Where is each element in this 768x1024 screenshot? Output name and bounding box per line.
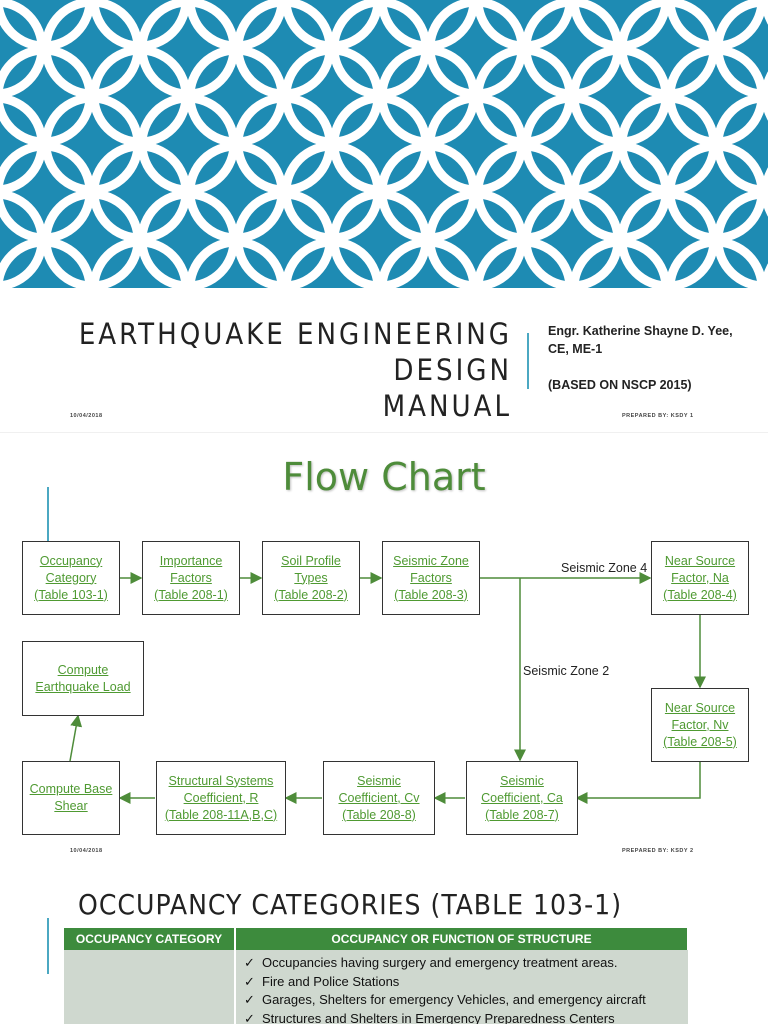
link-na-2[interactable]: Factor, Na <box>671 570 729 585</box>
box-compute-earthquake-load: Compute Earthquake Load <box>22 641 144 716</box>
box-soil-profile-types: Soil Profile Types (Table 208-2) <box>262 541 360 615</box>
box-near-source-nv: Near Source Factor, Nv (Table 208-5) <box>651 688 749 762</box>
link-soil-2[interactable]: Types <box>294 570 328 585</box>
link-cv-2[interactable]: Coefficient, Cv <box>338 790 420 805</box>
link-ca-2[interactable]: Coefficient, Ca <box>481 790 563 805</box>
link-importance-1[interactable]: Importance <box>159 553 223 568</box>
link-nv-2[interactable]: Factor, Nv <box>671 717 729 732</box>
occupancy-slide: OCCUPANCY CATEGORIES (TABLE 103-1) OCCUP… <box>0 864 768 1024</box>
link-occupancy-2[interactable]: Category <box>45 570 97 585</box>
check-icon: ✓ <box>244 955 255 970</box>
link-zone-3[interactable]: (Table 208-3) <box>394 587 468 602</box>
link-load-1[interactable]: Compute <box>57 662 109 677</box>
link-nv-1[interactable]: Near Source <box>664 700 736 715</box>
arrow-shear-load <box>69 714 83 762</box>
link-cv-3[interactable]: (Table 208-8) <box>342 807 416 822</box>
box-structural-systems-r: Structural Systems Coefficient, R (Table… <box>156 761 286 835</box>
link-r-3[interactable]: (Table 208-11A,B,C) <box>164 807 278 822</box>
check-icon: ✓ <box>244 1010 255 1024</box>
arrow-nv-ca <box>575 761 701 804</box>
link-zone-2[interactable]: Factors <box>410 570 452 585</box>
box-seismic-coefficient-cv: Seismic Coefficient, Cv (Table 208-8) <box>323 761 435 835</box>
header-occupancy-function: OCCUPANCY OR FUNCTION OF STRUCTURE <box>235 928 689 950</box>
label-seismic-zone-2: Seismic Zone 2 <box>523 664 610 678</box>
box-seismic-coefficient-ca: Seismic Coefficient, Ca (Table 208-7) <box>466 761 578 835</box>
list-item: ✓Garages, Shelters for emergency Vehicle… <box>244 991 688 1010</box>
title-line-2: MANUAL <box>382 389 512 423</box>
box-seismic-zone-factors: Seismic Zone Factors (Table 208-3) <box>382 541 480 615</box>
footer-prepared-by: PREPARED BY: KSDY <box>622 848 689 854</box>
link-occupancy-1[interactable]: Occupancy <box>39 553 103 568</box>
box-occupancy-category: Occupancy Category (Table 103-1) <box>22 541 120 615</box>
header-occupancy-category: OCCUPANCY CATEGORY <box>64 928 236 950</box>
link-occupancy-3[interactable]: (Table 103-1) <box>34 587 108 602</box>
table-row: ✓Occupancies having surgery and emergenc… <box>64 950 688 1024</box>
category-cell <box>64 950 236 1024</box>
check-icon: ✓ <box>244 973 255 989</box>
footer-prepared-by: PREPARED BY: KSDY <box>622 413 689 419</box>
list-item: ✓Fire and Police Stations <box>244 973 688 992</box>
flow-arrows <box>69 572 706 804</box>
function-cell: ✓Occupancies having surgery and emergenc… <box>235 950 688 1024</box>
footer-date: 10/04/2018 <box>70 413 103 419</box>
link-importance-3[interactable]: (Table 208-1) <box>154 587 228 602</box>
footer-page-number: 2 <box>690 848 694 854</box>
function-list: ✓Occupancies having surgery and emergenc… <box>236 954 688 1024</box>
link-cv-1[interactable]: Seismic <box>357 773 401 788</box>
title-divider <box>527 333 529 389</box>
list-item: ✓Occupancies having surgery and emergenc… <box>244 954 688 973</box>
link-load-2[interactable]: Earthquake Load <box>35 679 131 694</box>
link-r-1[interactable]: Structural Systems <box>168 773 274 788</box>
link-soil-3[interactable]: (Table 208-2) <box>274 587 348 602</box>
link-zone-1[interactable]: Seismic Zone <box>393 553 469 568</box>
accent-line <box>47 487 49 541</box>
link-r-2[interactable]: Coefficient, R <box>183 790 259 805</box>
author-info: Engr. Katherine Shayne D. Yee, CE, ME-1 <box>548 322 758 358</box>
link-nv-3[interactable]: (Table 208-5) <box>663 734 737 749</box>
title-line-1: EARTHQUAKE ENGINEERING DESIGN <box>78 317 512 387</box>
link-na-1[interactable]: Near Source <box>664 553 736 568</box>
presentation-title: EARTHQUAKE ENGINEERING DESIGN MANUAL <box>40 316 512 424</box>
link-importance-2[interactable]: Factors <box>170 570 212 585</box>
author-line-1: Engr. Katherine Shayne D. Yee, <box>548 324 733 338</box>
flow-chart-slide: Flow Chart Seismic Zone 4 Seismic Zone 2… <box>0 432 768 865</box>
link-ca-1[interactable]: Seismic <box>500 773 544 788</box>
link-soil-1[interactable]: Soil Profile <box>281 553 341 568</box>
flow-chart-title: Flow Chart <box>282 455 486 499</box>
check-icon: ✓ <box>244 992 255 1007</box>
link-ca-3[interactable]: (Table 208-7) <box>485 807 559 822</box>
footer-page-number: 1 <box>690 413 694 419</box>
title-slide: EARTHQUAKE ENGINEERING DESIGN MANUAL Eng… <box>0 0 768 432</box>
code-basis: (BASED ON NSCP 2015) <box>548 378 692 392</box>
box-importance-factors: Importance Factors (Table 208-1) <box>142 541 240 615</box>
table-header-row: OCCUPANCY CATEGORY OCCUPANCY OR FUNCTION… <box>64 928 689 950</box>
link-shear-2[interactable]: Shear <box>54 799 88 813</box>
decorative-pattern <box>0 0 768 288</box>
list-item: ✓Structures and Shelters in Emergency Pr… <box>244 1010 688 1024</box>
ring-pattern-graphic <box>0 0 768 288</box>
footer-date: 10/04/2018 <box>70 848 103 854</box>
occupancy-table: OCCUPANCY CATEGORY OCCUPANCY OR FUNCTION… <box>64 928 689 1024</box>
accent-line <box>47 918 49 974</box>
box-near-source-na: Near Source Factor, Na (Table 208-4) <box>651 541 749 615</box>
link-shear-1[interactable]: Compute Base <box>29 782 113 796</box>
author-line-2: CE, ME-1 <box>548 342 603 356</box>
box-compute-base-shear: Compute Base Shear <box>22 761 120 835</box>
link-na-3[interactable]: (Table 208-4) <box>663 587 737 602</box>
label-seismic-zone-4: Seismic Zone 4 <box>561 561 648 575</box>
occupancy-title: OCCUPANCY CATEGORIES (TABLE 103-1) <box>78 888 623 921</box>
